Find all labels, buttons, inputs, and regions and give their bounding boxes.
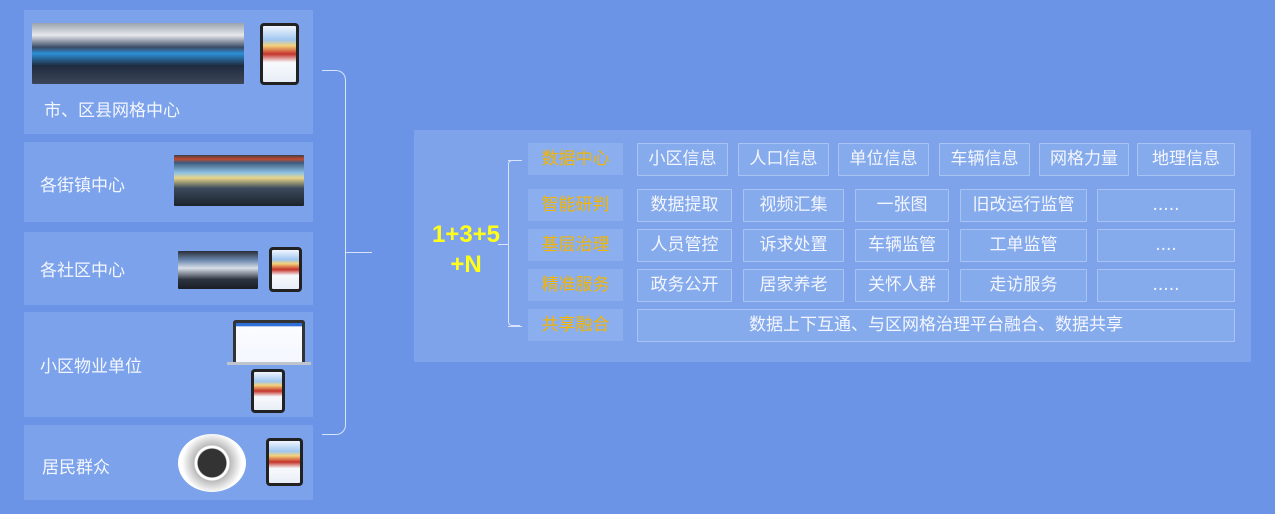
item-work-order-supervision: 工单监管: [960, 229, 1087, 262]
item-vehicle-info: 车辆信息: [939, 143, 1030, 176]
mobile-app-image: [269, 247, 302, 292]
item-unit-info: 单位信息: [838, 143, 929, 176]
item-grid-force: 网格力量: [1039, 143, 1129, 176]
node-community-center: 各社区中心: [24, 232, 313, 305]
item-community-info: 小区信息: [637, 143, 728, 176]
item-appeal-handling: 诉求处置: [743, 229, 844, 262]
item-government-affairs: 政务公开: [637, 269, 732, 302]
category-smart-analysis: 智能研判: [528, 189, 623, 221]
item-video-aggregation: 视频汇集: [743, 189, 844, 222]
formula-title: 1+3+5 +N: [424, 220, 508, 280]
item-vehicle-supervision: 车辆监管: [855, 229, 949, 262]
laptop-image: [233, 320, 305, 362]
laptop-base: [227, 362, 311, 365]
street-center-image: [174, 155, 304, 206]
node-label: 市、区县网格中心: [44, 101, 180, 121]
item-geo-info: 地理信息: [1137, 143, 1235, 176]
node-city-district-grid-center: 市、区县网格中心: [24, 10, 313, 134]
category-bracket-stub: [508, 326, 522, 327]
connector-bracket: [322, 70, 346, 253]
category-bracket-stub: [508, 160, 522, 161]
node-property-management: 小区物业单位: [24, 312, 313, 417]
item-home-elderly-care: 居家养老: [743, 269, 844, 302]
item-more: ....: [1097, 229, 1235, 262]
connector-line: [346, 252, 372, 253]
item-visit-service: 走访服务: [960, 269, 1087, 302]
item-data-extraction: 数据提取: [637, 189, 732, 222]
category-grassroots-governance: 基层治理: [528, 229, 623, 261]
item-more: .....: [1097, 269, 1235, 302]
node-street-town-center: 各街镇中心: [24, 142, 313, 222]
command-center-image: [32, 23, 244, 84]
connector-bracket: [322, 253, 346, 435]
item-care-groups: 关怀人群: [855, 269, 949, 302]
formula-line1: 1+3+5: [431, 221, 501, 248]
node-residents: 居民群众: [24, 425, 313, 500]
community-center-image: [178, 251, 258, 289]
formula-line2: +N: [450, 251, 482, 278]
mini-program-qr-icon: [178, 434, 246, 492]
item-renovation-monitoring: 旧改运行监管: [960, 189, 1087, 222]
category-data-center: 数据中心: [528, 143, 623, 175]
item-one-map: 一张图: [855, 189, 949, 222]
category-precise-service: 精准服务: [528, 269, 623, 301]
item-data-sharing: 数据上下互通、与区网格治理平台融合、数据共享: [637, 309, 1235, 342]
category-bracket: [508, 160, 520, 326]
item-population-info: 人口信息: [738, 143, 829, 176]
category-sharing-fusion: 共享融合: [528, 309, 623, 341]
node-label: 居民群众: [42, 458, 110, 478]
mobile-app-image: [260, 23, 299, 85]
item-more: .....: [1097, 189, 1235, 222]
mobile-app-image: [251, 369, 285, 413]
node-label: 各社区中心: [40, 261, 125, 281]
category-bracket-mid: [498, 244, 508, 245]
node-label: 各街镇中心: [40, 176, 125, 196]
node-label: 小区物业单位: [40, 357, 142, 377]
mobile-app-image: [266, 438, 303, 486]
item-personnel-control: 人员管控: [637, 229, 732, 262]
